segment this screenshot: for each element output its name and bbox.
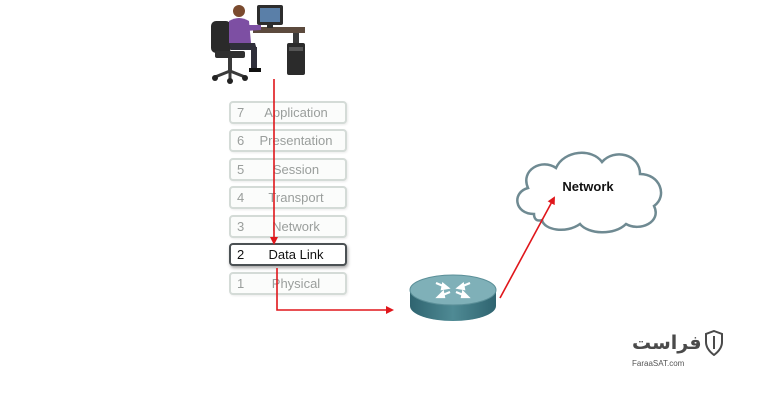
- osi-layer-6: 6 Presentation: [229, 129, 347, 152]
- layer-name: Data Link: [268, 247, 324, 262]
- osi-layer-5: 5 Session: [229, 158, 347, 181]
- layer-number: 5: [237, 162, 245, 177]
- osi-layer-1: 1 Physical: [229, 272, 347, 295]
- layer-number: 4: [237, 190, 245, 205]
- osi-layer-7: 7 Application: [229, 101, 347, 124]
- shield-icon: [705, 330, 723, 356]
- logo-site-text: FaraaSAT.com: [632, 359, 685, 368]
- osi-layer-2: 2 Data Link: [229, 243, 347, 266]
- layer-name: Physical: [271, 276, 321, 291]
- to-router-arrow: [276, 268, 394, 314]
- layer-number: 3: [237, 219, 245, 234]
- logo-brand-text: فراست: [632, 333, 702, 354]
- osi-layer-4: 4 Transport: [229, 186, 347, 209]
- osi-layer-3: 3 Network: [229, 215, 347, 238]
- layer-name: Application: [264, 105, 328, 120]
- layer-name: Transport: [268, 190, 324, 205]
- layer-number: 6: [237, 133, 245, 148]
- to-cloud-arrow: [499, 196, 555, 299]
- faraasat-logo: فراست FaraaSAT.com: [628, 328, 728, 372]
- router-icon: [409, 274, 497, 321]
- layer-number: 7: [237, 105, 245, 120]
- layer-name: Session: [272, 162, 320, 177]
- layer-name: Presentation: [259, 133, 333, 148]
- layer-number: 2: [237, 247, 245, 262]
- layer-name: Network: [272, 219, 320, 234]
- layer-number: 1: [237, 276, 245, 291]
- person-at-desk-icon: [211, 5, 305, 84]
- cloud-icon: [516, 151, 663, 234]
- network-cloud-label: Network: [562, 179, 614, 194]
